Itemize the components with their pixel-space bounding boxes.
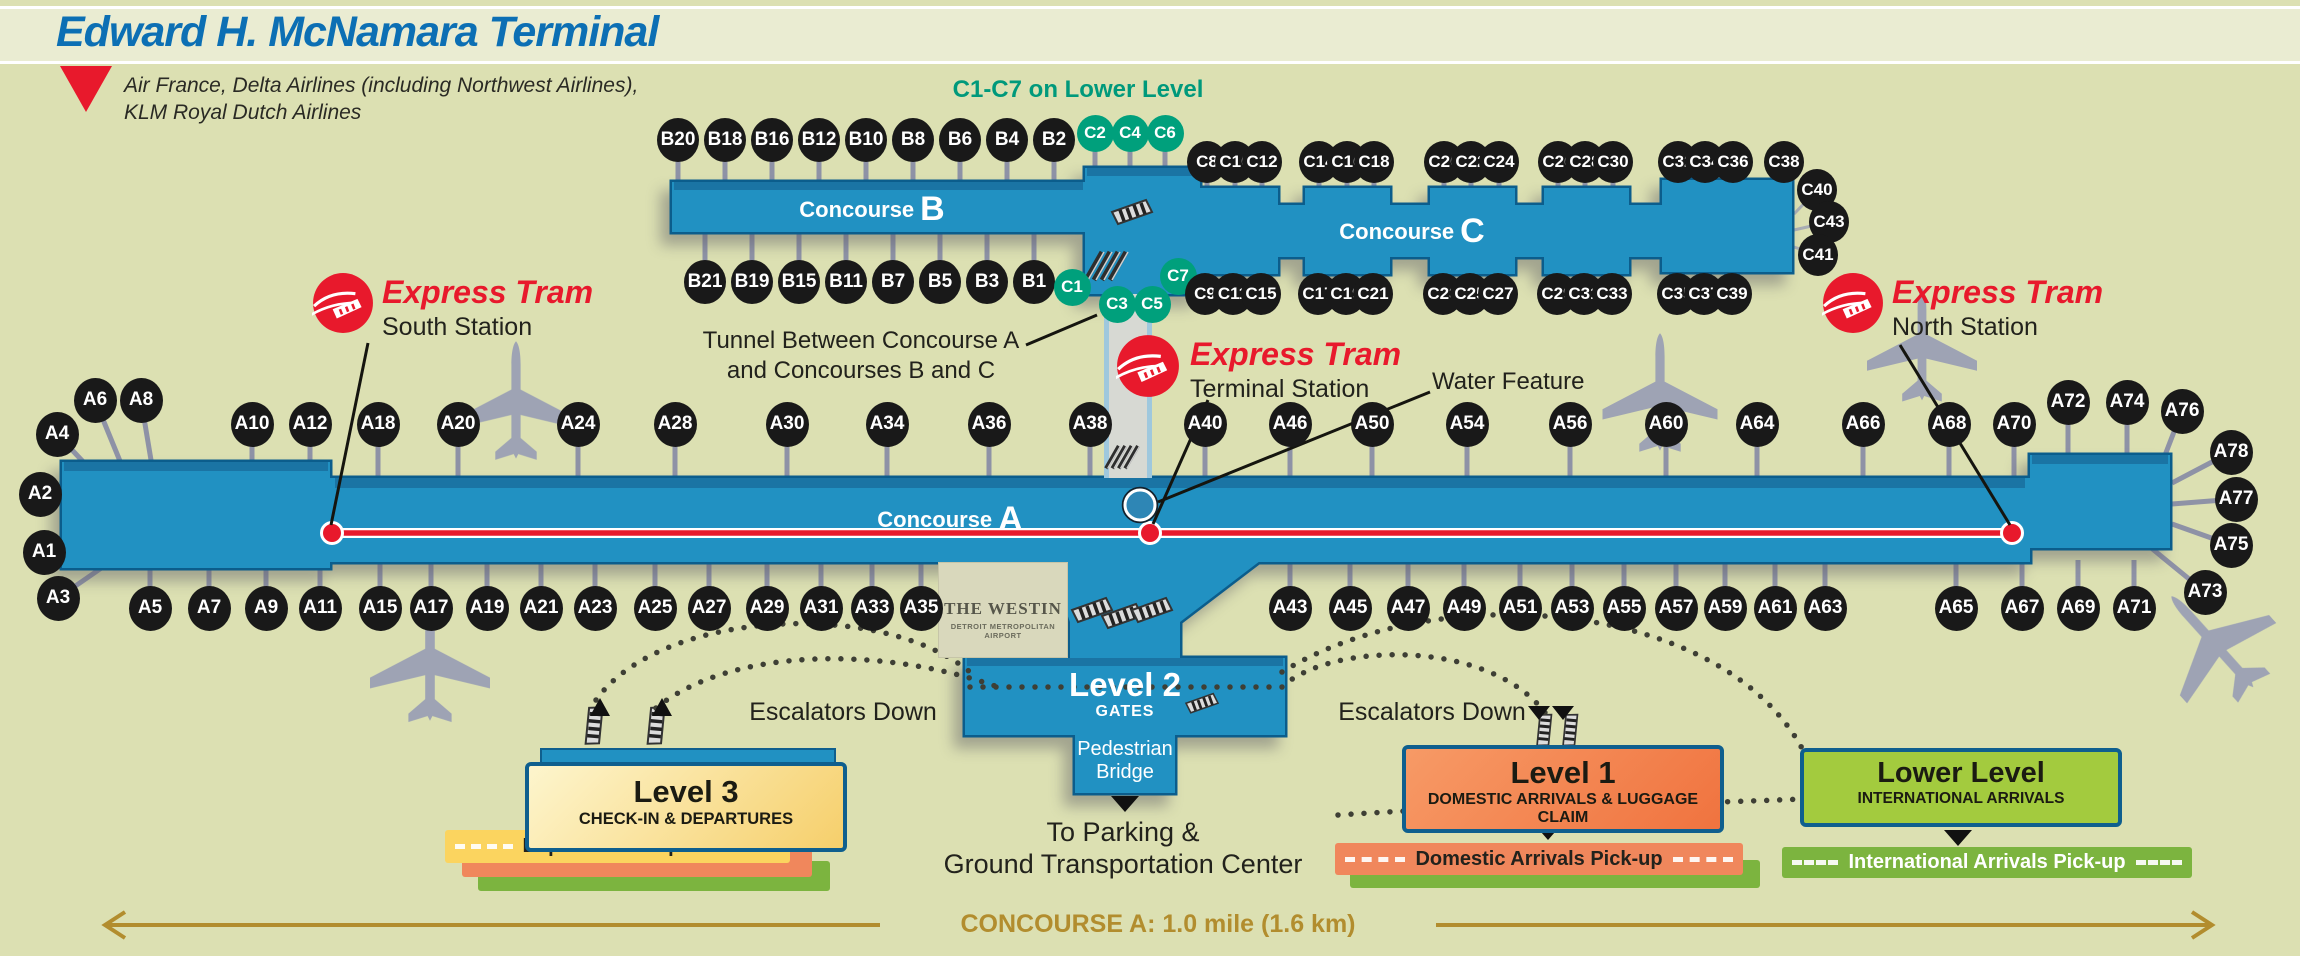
escalators-down-left-label: Escalators Down: [749, 698, 937, 726]
level3-subtitle: CHECK-IN & DEPARTURES: [578, 810, 794, 828]
tram-south-label: South Station: [382, 313, 533, 341]
page-title: Edward H. McNamara Terminal: [56, 8, 659, 56]
express-tram-icon: [312, 273, 373, 333]
airlines-subtitle: Air France, Delta Airlines (including No…: [124, 72, 638, 126]
tram-brand: Express Tram: [1190, 336, 1402, 372]
level2-subtitle: GATES: [1095, 703, 1155, 720]
westin-hotel-logo: THE WESTIN DETROIT METROPOLITAN AIRPORT: [938, 562, 1068, 658]
marker-triangle-icon: [60, 66, 112, 112]
level3-box: Level 3 CHECK-IN & DEPARTURES: [525, 762, 847, 852]
tram-brand: Express Tram: [1892, 274, 2104, 310]
westin-name: THE WESTIN: [944, 599, 1062, 618]
domestic-pickup-road: Domestic Arrivals Pick-up: [1335, 843, 1743, 875]
level2-title: Level 2: [1069, 666, 1181, 703]
tunnel-label: Tunnel Between Concourse A and Concourse…: [702, 327, 1020, 384]
airlines-line1: Air France, Delta Airlines (including No…: [124, 74, 639, 97]
tram-line: [320, 521, 2024, 545]
tram-terminal-label: Terminal Station: [1190, 375, 1370, 403]
scale-arrow: [101, 910, 2216, 940]
header-band: [0, 6, 2300, 64]
level1-subtitle: DOMESTIC ARRIVALS & LUGGAGE CLAIM: [1427, 791, 1699, 826]
airlines-line2: KLM Royal Dutch Airlines: [124, 101, 362, 124]
tram-brand: Express Tram: [382, 274, 594, 310]
water-feature: [1121, 486, 1159, 524]
tram-north-label: North Station: [1892, 313, 2038, 341]
water-feature-label: Water Feature: [1432, 368, 1585, 395]
lower-level-title: Lower Level: [1877, 757, 2045, 789]
to-parking-label: To Parking & Ground Transportation Cente…: [943, 817, 1303, 879]
lower-level-subtitle: INTERNATIONAL ARRIVALS: [1857, 790, 2065, 807]
level1-title: Level 1: [1510, 755, 1616, 790]
concourse-top-shading: [64, 168, 2168, 666]
express-tram-icon: [1116, 335, 1179, 397]
express-tram-icon: [1822, 273, 1883, 333]
level1-box: Level 1 DOMESTIC ARRIVALS & LUGGAGE CLAI…: [1402, 745, 1724, 833]
level3-title: Level 3: [633, 774, 739, 809]
international-pickup-road: International Arrivals Pick-up: [1782, 847, 2192, 878]
international-road-label: International Arrivals Pick-up: [1848, 851, 2126, 873]
westin-subname: DETROIT METROPOLITAN AIRPORT: [950, 622, 1056, 640]
domestic-road-label: Domestic Arrivals Pick-up: [1415, 847, 1663, 870]
scale-bar-label: CONCOURSE A: 1.0 mile (1.6 km): [960, 910, 1356, 938]
pedestrian-bridge-label: Pedestrian Bridge: [1077, 738, 1173, 783]
c-lower-level-note: C1-C7 on Lower Level: [952, 76, 1204, 103]
lower-level-box: Lower Level INTERNATIONAL ARRIVALS: [1800, 748, 2122, 827]
escalators-down-right-label: Escalators Down: [1338, 698, 1526, 726]
